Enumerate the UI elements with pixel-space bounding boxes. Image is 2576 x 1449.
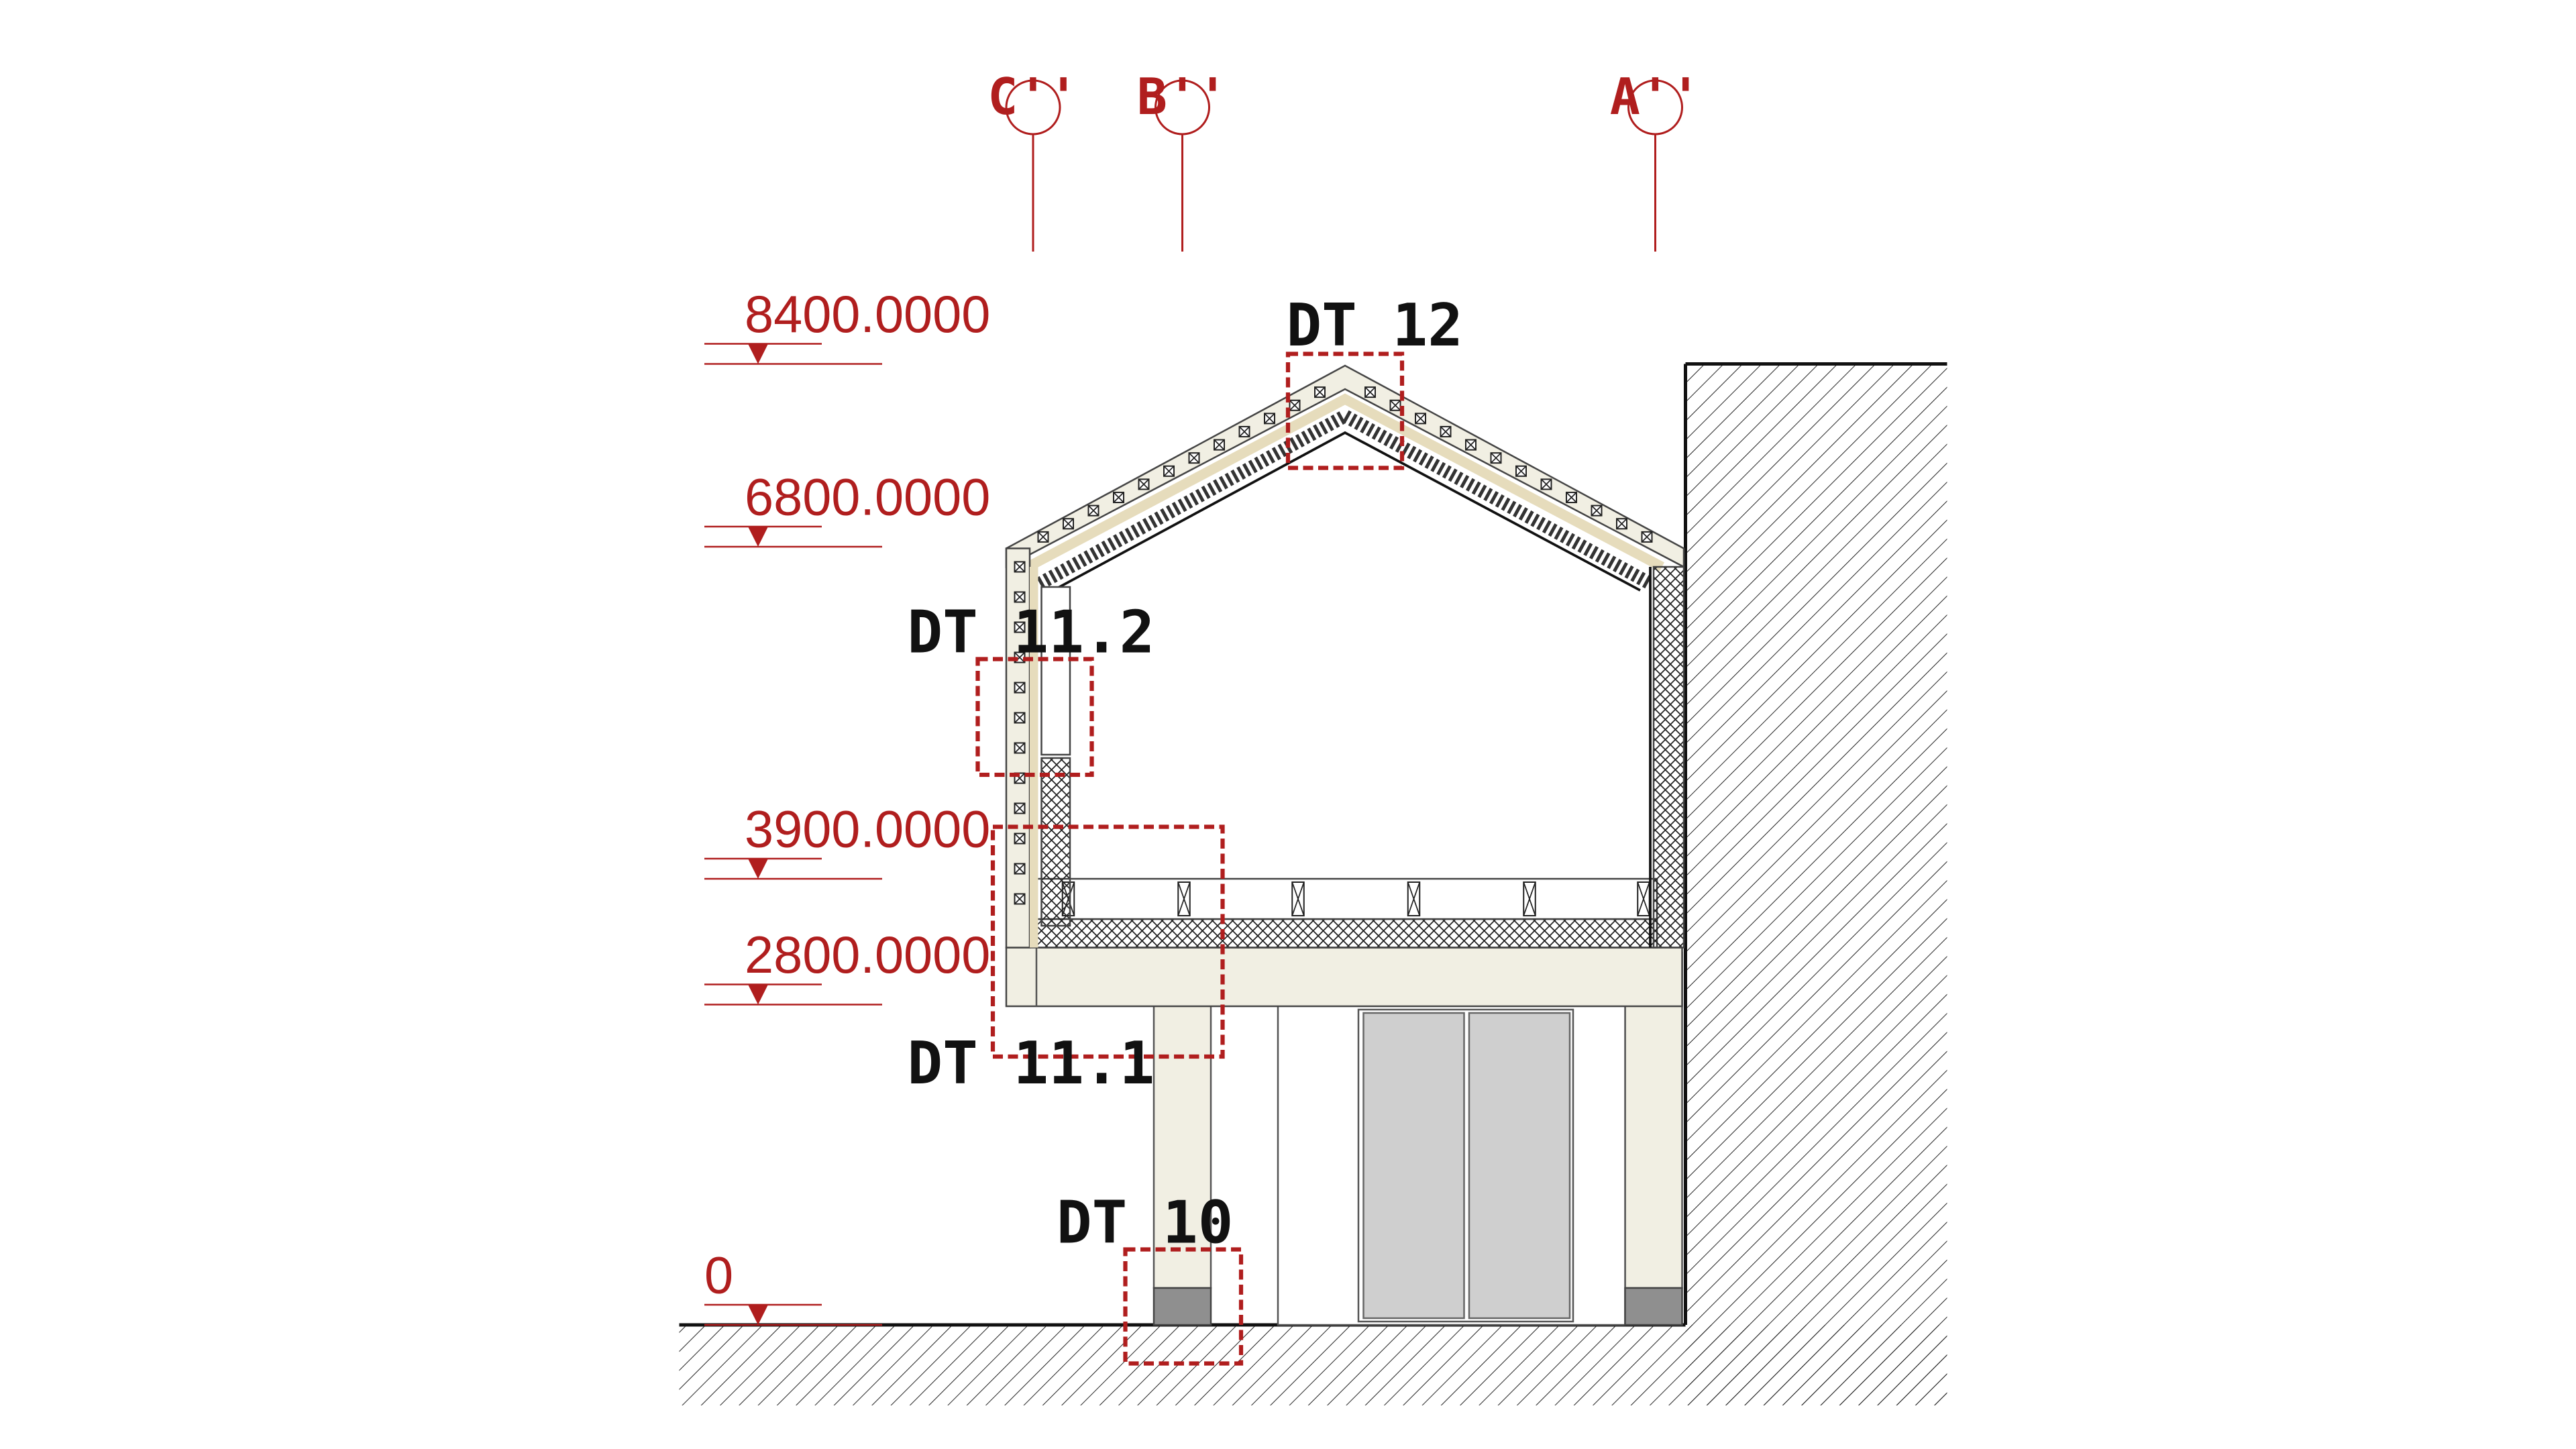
glass-door-right bbox=[1468, 1012, 1571, 1320]
wall-batten bbox=[1014, 802, 1026, 814]
detail-box-dt12 bbox=[1285, 352, 1405, 470]
roof-batten bbox=[1289, 399, 1301, 411]
roof-batten bbox=[1113, 492, 1124, 504]
floor-joist bbox=[1407, 881, 1421, 916]
wall-batten bbox=[1014, 833, 1026, 845]
ground-floor bbox=[1152, 951, 1683, 1326]
roof-batten bbox=[1214, 439, 1225, 451]
grid-label-a: A'' bbox=[1610, 67, 1701, 126]
right-wall bbox=[1649, 566, 1685, 949]
floor-slab bbox=[1005, 877, 1683, 1008]
wall-batten bbox=[1014, 561, 1026, 573]
detail-box-dt111 bbox=[990, 824, 1225, 1059]
detail-box-dt112 bbox=[975, 657, 1094, 777]
detail-label-dt112: DT 11.2 bbox=[908, 598, 1155, 667]
roof-timber-layer bbox=[1025, 393, 1665, 572]
roof-batten bbox=[1540, 478, 1552, 490]
roof-batten bbox=[1591, 504, 1603, 517]
detail-box-dt10 bbox=[1123, 1247, 1244, 1366]
level-markers: 8400.0000 6800.0000 3900.0000 2800.0000 … bbox=[704, 286, 990, 1326]
roof-batten bbox=[1364, 386, 1376, 398]
roof-batten bbox=[1616, 518, 1627, 530]
grid-label-c: C'' bbox=[987, 67, 1078, 126]
floor-joist bbox=[1637, 881, 1650, 916]
level-marker-6800: 6800.0000 bbox=[704, 469, 990, 548]
roof-batten bbox=[1515, 465, 1527, 477]
grid-bubble-b bbox=[1155, 79, 1210, 136]
roof-batten bbox=[1037, 531, 1049, 543]
roof-batten bbox=[1415, 413, 1426, 425]
roof-batten bbox=[1138, 478, 1150, 490]
level-marker-2800: 2800.0000 bbox=[704, 926, 990, 1006]
roof-batten bbox=[1264, 413, 1275, 425]
wall-batten bbox=[1014, 682, 1026, 694]
floor-joist bbox=[1523, 881, 1536, 916]
roof-batten bbox=[1087, 504, 1099, 517]
grid-bubble-c bbox=[1005, 79, 1061, 136]
wall-batten bbox=[1014, 742, 1026, 754]
floor-joist bbox=[1177, 881, 1191, 916]
footing-right bbox=[1624, 1287, 1683, 1326]
wall-battens bbox=[1014, 561, 1026, 905]
detail-label-dt12: DT 12 bbox=[1287, 291, 1463, 360]
roof-batten bbox=[1566, 492, 1577, 504]
grid-axes: C'' B'' A'' bbox=[987, 67, 1701, 252]
roof-batten bbox=[1238, 425, 1250, 437]
floor-joist bbox=[1291, 881, 1305, 916]
level-label-6800: 6800.0000 bbox=[745, 469, 990, 527]
roof-batten bbox=[1641, 531, 1653, 543]
grid-label-b: B'' bbox=[1137, 67, 1228, 126]
glass-door-left bbox=[1362, 1012, 1465, 1320]
wall-batten bbox=[1014, 893, 1026, 905]
roof-batten bbox=[1314, 386, 1326, 398]
roof-insulation bbox=[1036, 408, 1654, 590]
level-marker-3900: 3900.0000 bbox=[704, 801, 990, 880]
roof-batten bbox=[1440, 425, 1452, 437]
level-marker-0: 0 bbox=[704, 1247, 882, 1326]
roof-batten bbox=[1063, 518, 1074, 530]
left-wall bbox=[1005, 547, 1071, 949]
neighbor-wall bbox=[1684, 362, 1947, 1405]
roof-battens bbox=[1037, 386, 1653, 543]
level-label-0: 0 bbox=[704, 1247, 733, 1305]
level-label-2800: 2800.0000 bbox=[745, 926, 990, 984]
roof-batten bbox=[1389, 399, 1401, 411]
detail-label-dt10: DT 10 bbox=[1057, 1189, 1233, 1257]
roof-batten bbox=[1465, 439, 1477, 451]
detail-callouts: DT 12 DT 11.2 DT 11.1 DT 10 bbox=[908, 291, 1463, 1366]
roof bbox=[1005, 364, 1685, 592]
footing-left bbox=[1152, 1287, 1212, 1326]
level-marker-8400: 8400.0000 bbox=[704, 286, 990, 365]
level-label-3900: 3900.0000 bbox=[745, 801, 990, 859]
wall-batten bbox=[1014, 863, 1026, 875]
roof-inner-line bbox=[1053, 431, 1641, 592]
upper-window bbox=[1040, 586, 1071, 756]
wall-batten bbox=[1014, 621, 1026, 633]
roof-batten bbox=[1490, 452, 1502, 464]
wall-batten bbox=[1014, 591, 1026, 603]
wall-batten bbox=[1014, 712, 1026, 724]
detail-label-dt111: DT 11.1 bbox=[908, 1029, 1155, 1097]
grid-bubble-a bbox=[1627, 79, 1683, 136]
level-label-8400: 8400.0000 bbox=[745, 286, 990, 343]
roof-batten bbox=[1188, 452, 1200, 464]
roof-batten bbox=[1163, 465, 1175, 477]
